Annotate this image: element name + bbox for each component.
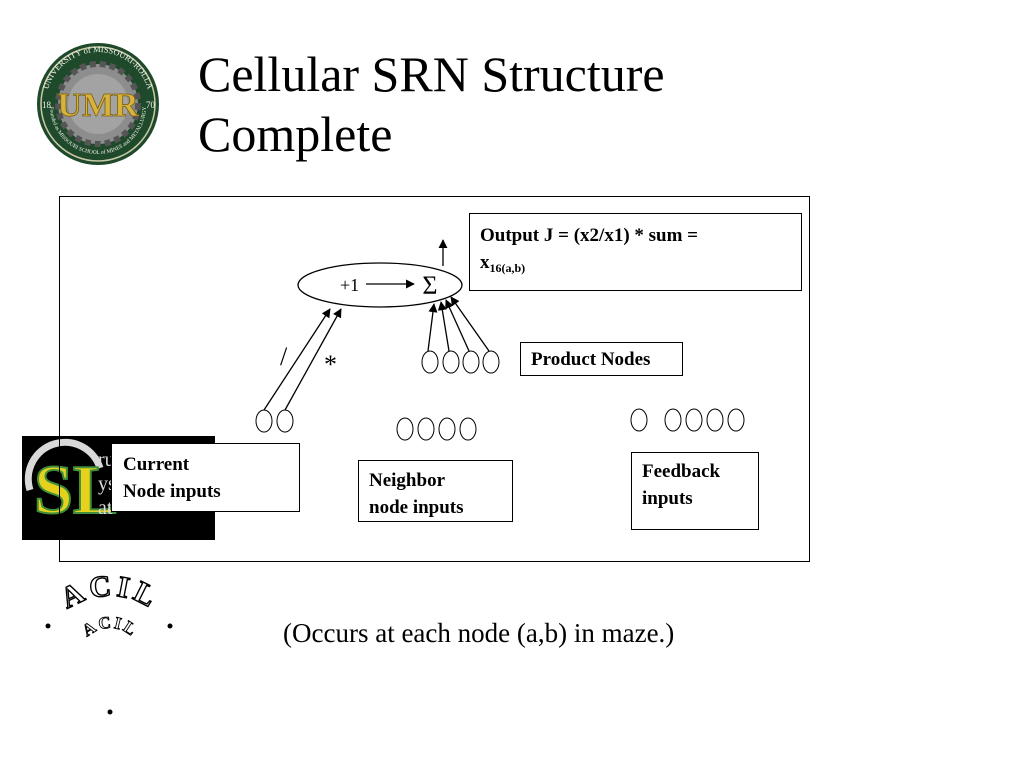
neighbor-input-node (396, 417, 414, 441)
divide-input-arrow (263, 308, 331, 411)
current-node-inputs-label-box: Current Node inputs (111, 443, 300, 512)
current-label-line-1: Current (123, 454, 190, 475)
neighbor-label-line-2: node inputs (369, 497, 464, 518)
product-node (442, 350, 460, 374)
feedback-label-line-2: inputs (642, 488, 693, 509)
neighbor-input-node (459, 417, 477, 441)
acil-dot (167, 623, 173, 629)
multiply-symbol: * (324, 350, 337, 379)
acil-dot (45, 623, 51, 629)
slide-caption: (Occurs at each node (a,b) in maze.) (283, 618, 675, 648)
slide-title-line-1: Cellular SRN Structure (198, 46, 665, 102)
feedback-input-node (664, 408, 682, 432)
product-nodes-label-box: Product Nodes (520, 342, 683, 376)
sl-logo-swoosh (24, 438, 104, 492)
feedback-input-node (685, 408, 703, 432)
acil-dot (107, 709, 113, 715)
acil-logo-inner-text: ACIL (79, 612, 142, 640)
seal-year-left: 18 (42, 100, 52, 110)
sl-logo: SL ru ys at (22, 436, 215, 540)
neighbor-label-line-1: Neighbor (369, 470, 445, 491)
current-label-line-2: Node inputs (123, 481, 221, 502)
acil-logo: ACIL ACIL (45, 569, 173, 715)
feedback-input-node (630, 408, 648, 432)
seal-year-right: 70 (146, 100, 156, 110)
output-formula: Output J = (x2/x1) * sum = (480, 225, 699, 246)
neighbor-node-inputs-label-box: Neighbor node inputs (358, 460, 513, 522)
seal-monogram: UMR (57, 87, 139, 124)
feedback-label-line-1: Feedback (642, 461, 721, 482)
acil-logo-outer-text: ACIL (55, 569, 164, 615)
output-subscript: 16(a,b) (489, 261, 526, 275)
sl-logo-side-text-1: ru (98, 449, 115, 471)
summation-ellipse (297, 262, 463, 308)
product-nodes (421, 350, 500, 374)
feedback-inputs-label-box: Feedback inputs (631, 452, 759, 530)
product-arrow (445, 299, 470, 352)
product-node (482, 350, 500, 374)
divide-symbol: / (280, 342, 288, 371)
neighbor-input-node (438, 417, 456, 441)
current-node-input-nodes (255, 409, 294, 433)
feedback-input-node (727, 408, 745, 432)
bias-label: +1 (340, 275, 359, 295)
multiply-input-arrow (284, 308, 342, 411)
diagram-frame (59, 196, 810, 562)
neighbor-input-node (417, 417, 435, 441)
sum-symbol: Σ (422, 271, 437, 300)
university-seal-logo: UNIVERSITY of MISSOURI-ROLLA Founded as … (37, 43, 159, 165)
product-to-sum-arrows (427, 296, 490, 352)
product-arrow (450, 296, 490, 352)
slide-title-line-2: Complete (198, 106, 393, 162)
slide-title: Cellular SRN Structure Complete (198, 44, 665, 164)
product-nodes-label: Product Nodes (531, 349, 651, 370)
product-arrow (437, 301, 450, 352)
feedback-input-node (706, 408, 724, 432)
feedback-input-nodes (630, 408, 745, 432)
seal-gear-center (68, 74, 128, 134)
output-label-box: Output J = (x2/x1) * sum = x16(a,b) (469, 213, 802, 291)
summation-node: +1 Σ (297, 262, 463, 308)
output-variable: x16(a,b) (480, 249, 791, 282)
neighbor-input-nodes (396, 417, 477, 441)
sl-logo-side-text-3: at (98, 497, 113, 519)
product-node (421, 350, 439, 374)
seal-ring-edge (40, 46, 156, 162)
output-var: x (480, 252, 490, 273)
sl-logo-letters: SL (34, 452, 120, 529)
product-arrow (427, 303, 438, 352)
product-node (462, 350, 480, 374)
